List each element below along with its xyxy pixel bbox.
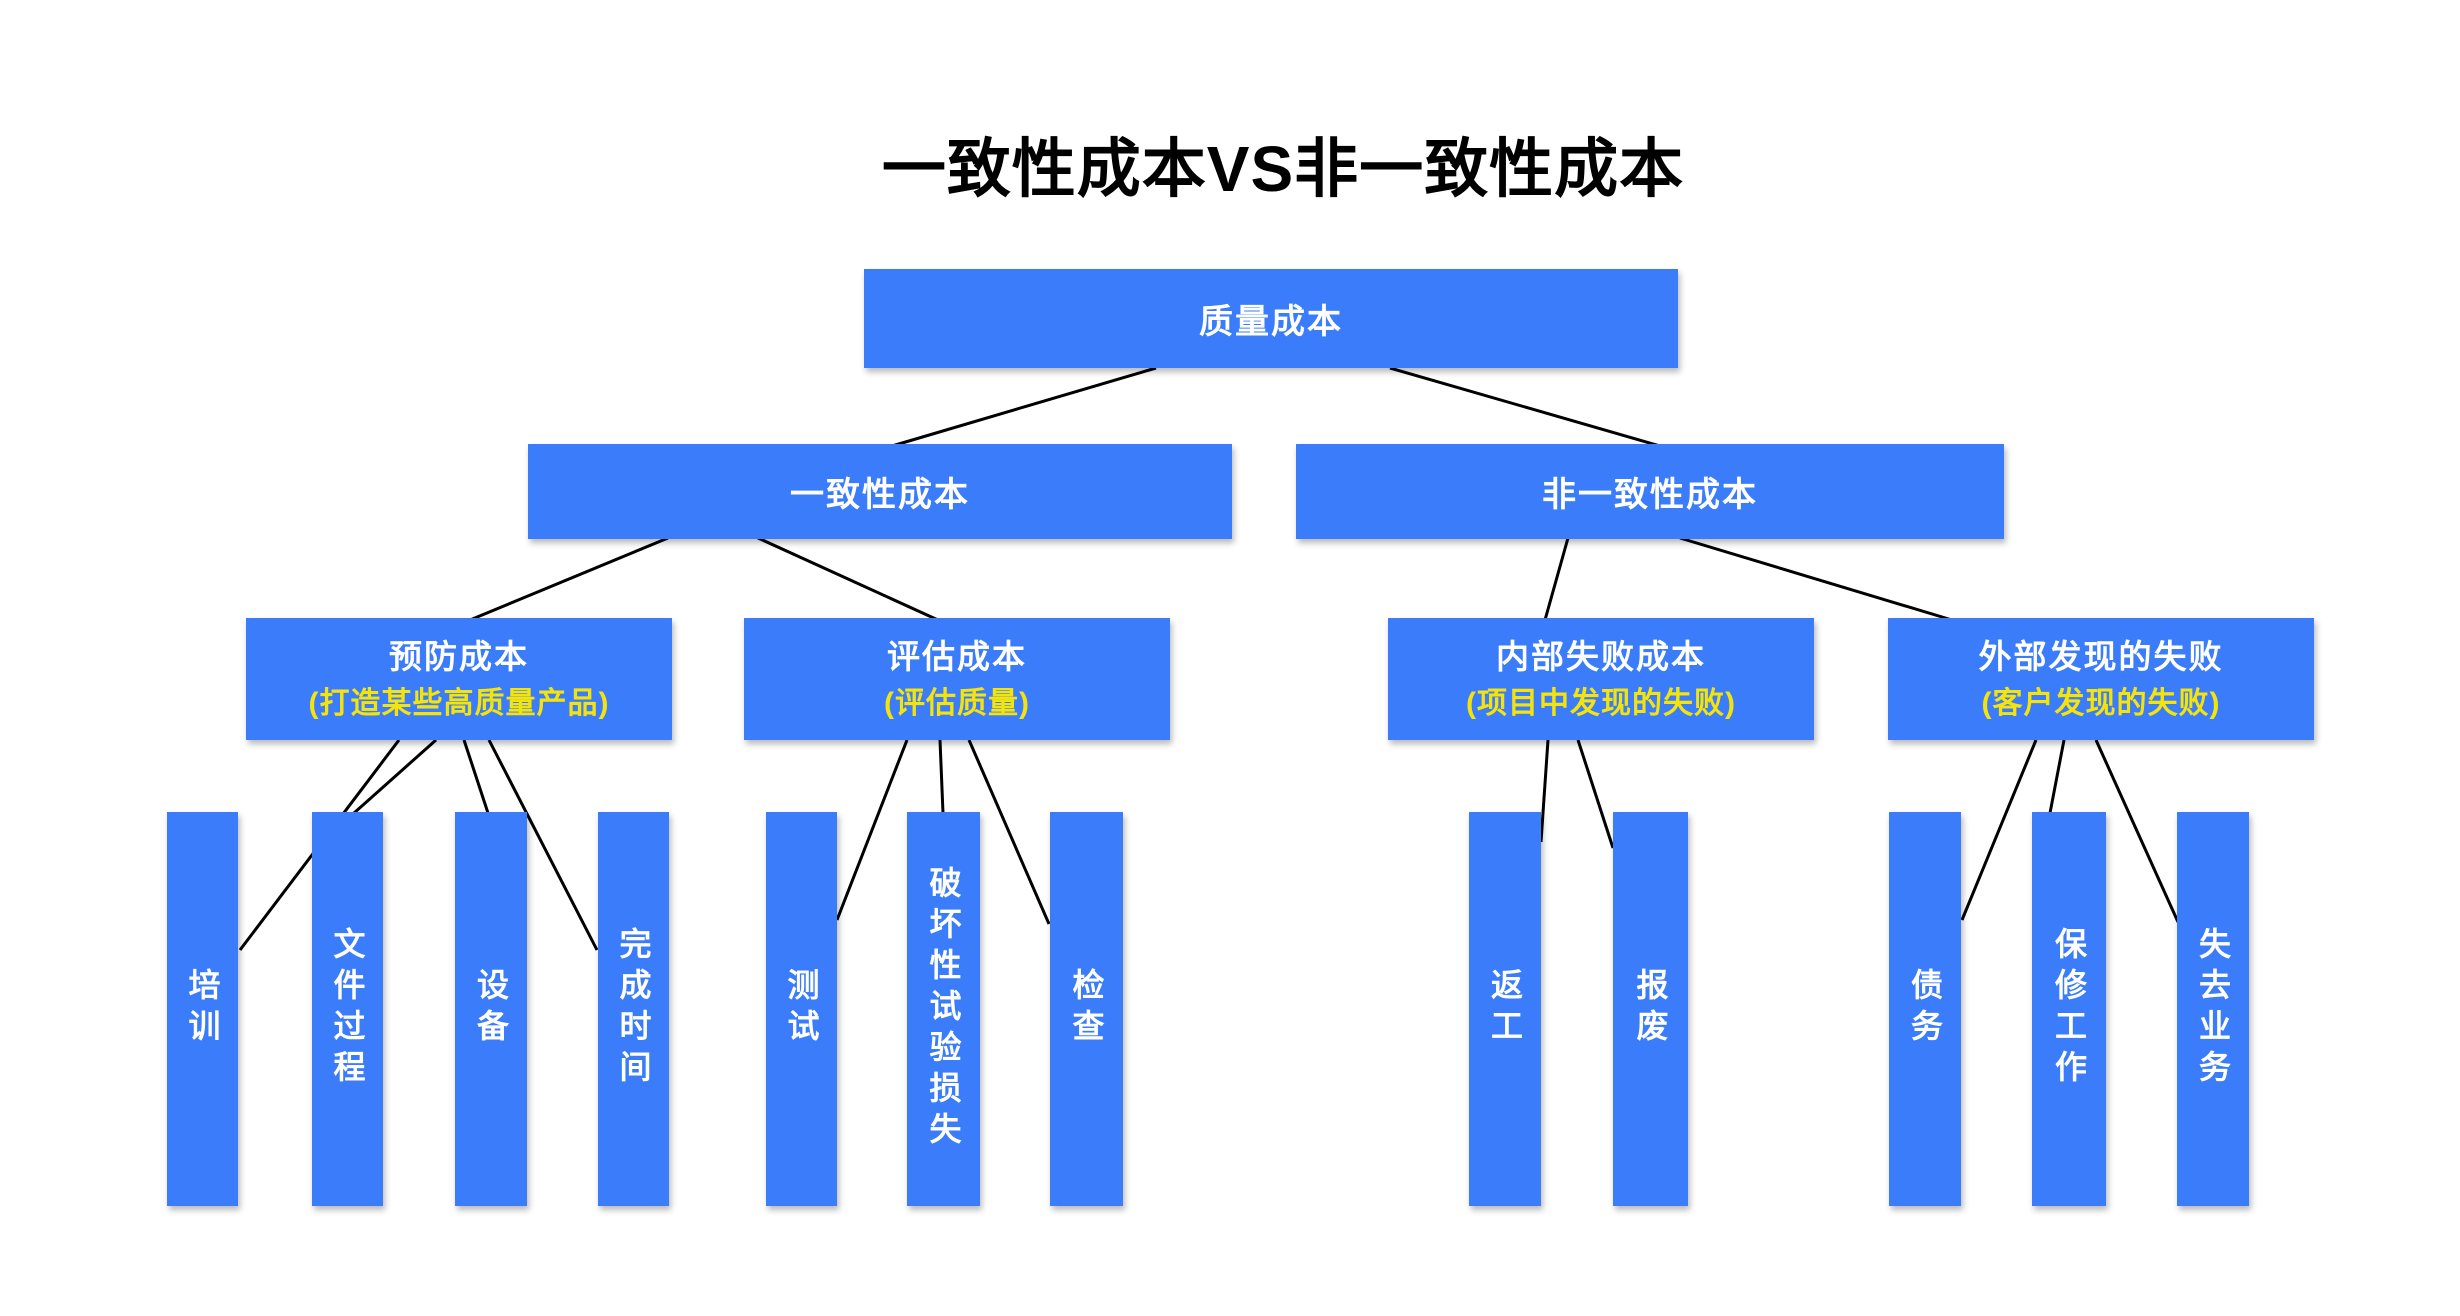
connector-line	[835, 739, 909, 921]
leaf-warranty-work: 保修工作	[2032, 812, 2106, 1206]
connector-line	[1539, 739, 1550, 843]
node-label: 预防成本	[389, 637, 529, 675]
leaf-training: 培训	[167, 812, 238, 1206]
node-prevention-cost: 预防成本 (打造某些高质量产品)	[246, 618, 672, 740]
node-label: 非一致性成本	[1542, 476, 1758, 514]
node-label: 债务	[1907, 968, 1943, 1050]
node-quality-cost: 质量成本	[864, 269, 1678, 368]
node-label: 失去业务	[2195, 927, 2231, 1091]
node-conformance-cost: 一致性成本	[528, 444, 1232, 539]
connector-line	[2048, 739, 2066, 814]
connector-line	[2094, 739, 2180, 923]
node-label: 外部发现的失败	[1978, 637, 2224, 675]
leaf-testing: 测试	[766, 812, 837, 1206]
connector-line	[891, 366, 1157, 448]
node-internal-failure-cost: 内部失败成本 (项目中发现的失败)	[1388, 618, 1814, 740]
node-label: 质量成本	[1199, 303, 1343, 341]
node-label: 内部失败成本	[1496, 637, 1706, 675]
leaf-destructive-test-loss: 破坏性试验损失	[907, 812, 980, 1206]
leaf-inspection: 检查	[1050, 812, 1123, 1206]
node-label: 测试	[783, 968, 820, 1050]
node-appraisal-cost: 评估成本 (评估质量)	[744, 618, 1170, 740]
connector-line	[353, 738, 437, 815]
node-label: 评估成本	[887, 637, 1027, 675]
leaf-document-process: 文件过程	[312, 812, 383, 1206]
connector-line	[1576, 739, 1615, 849]
leaf-liability: 债务	[1889, 812, 1961, 1206]
node-label: 完成时间	[615, 927, 652, 1091]
node-subtitle: (打造某些高质量产品)	[308, 687, 610, 721]
connector-line	[938, 739, 945, 814]
node-label: 破坏性试验损失	[925, 865, 962, 1153]
leaf-lost-business: 失去业务	[2177, 812, 2249, 1206]
node-label: 培训	[184, 968, 221, 1050]
connector-line	[967, 739, 1051, 925]
connector-line	[1960, 739, 2038, 921]
node-label: 设备	[473, 968, 509, 1050]
leaf-rework: 返工	[1469, 812, 1541, 1206]
node-label: 报废	[1632, 968, 1669, 1050]
node-nonconformance-cost: 非一致性成本	[1296, 444, 2004, 539]
connector-line	[757, 536, 939, 622]
node-subtitle: (客户发现的失败)	[1981, 687, 2221, 721]
connector-line	[462, 739, 490, 814]
connector-line	[487, 739, 599, 951]
leaf-equipment: 设备	[455, 812, 527, 1206]
connector-line	[469, 536, 669, 622]
node-label: 返工	[1487, 968, 1523, 1050]
node-label: 保修工作	[2051, 927, 2087, 1091]
diagram-title: 一致性成本VS非一致性成本	[881, 133, 1685, 205]
node-subtitle: (项目中发现的失败)	[1466, 687, 1736, 721]
node-label: 文件过程	[329, 927, 366, 1091]
connector-line	[1679, 536, 1953, 622]
connector-line	[1543, 537, 1570, 621]
connector-line	[1389, 366, 1661, 448]
node-label: 一致性成本	[790, 476, 970, 514]
node-label: 检查	[1068, 968, 1105, 1050]
node-subtitle: (评估质量)	[884, 687, 1030, 721]
leaf-completion-time: 完成时间	[598, 812, 669, 1206]
node-external-failure: 外部发现的失败 (客户发现的失败)	[1888, 618, 2314, 740]
leaf-scrap: 报废	[1613, 812, 1688, 1206]
